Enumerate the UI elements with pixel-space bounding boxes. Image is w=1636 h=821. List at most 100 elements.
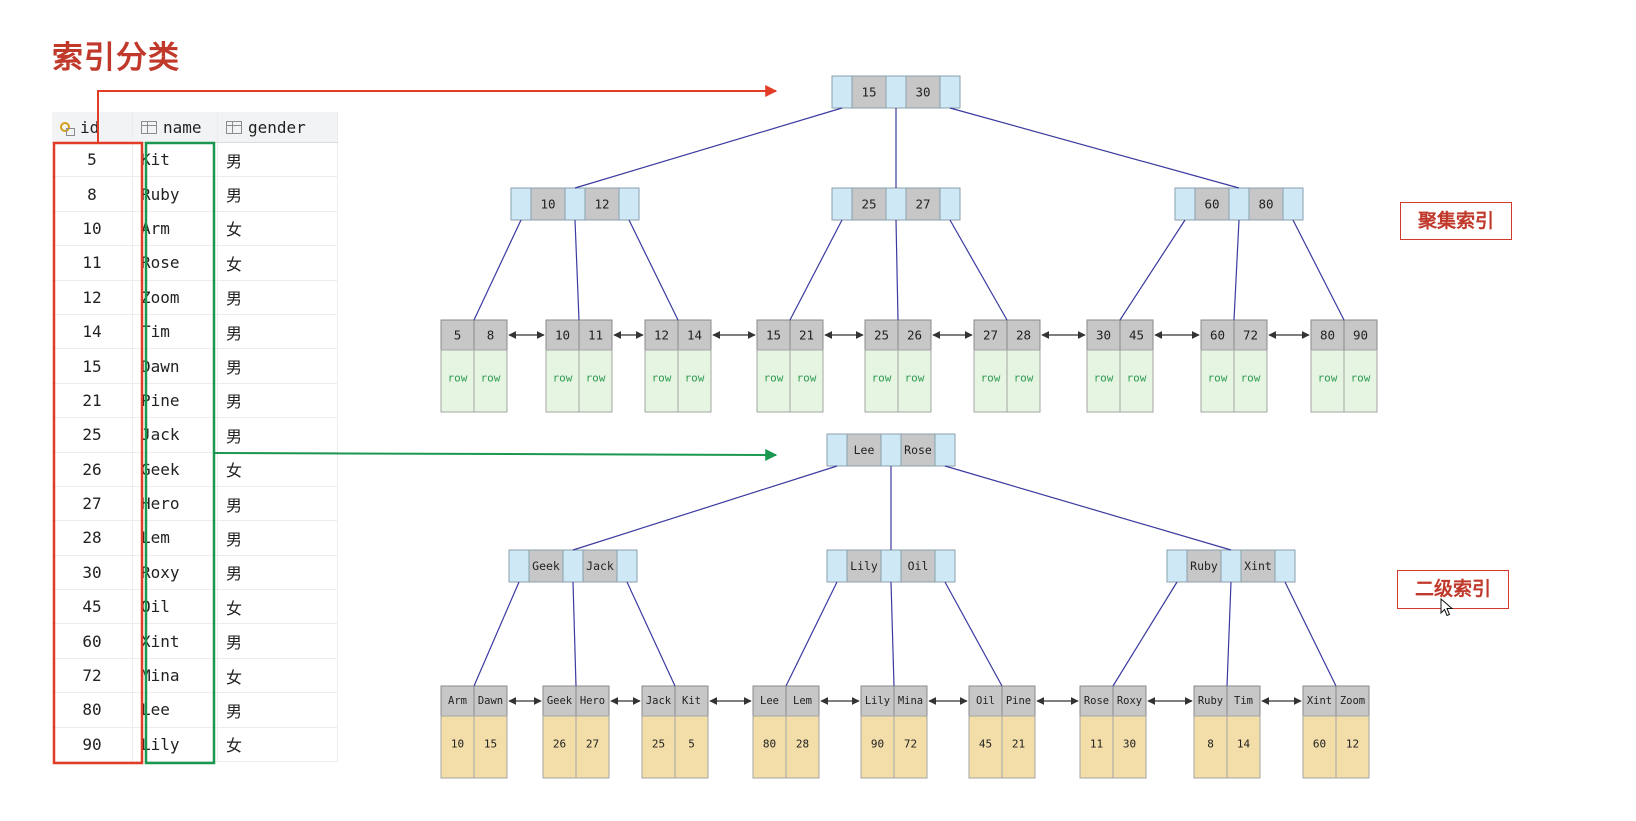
node-key-text: 10 (540, 197, 555, 212)
node-key-cell (1248, 187, 1284, 221)
cell-id: 60 (52, 623, 133, 659)
leaf-key-text: 30 (1096, 328, 1111, 343)
cell-id: 90 (52, 727, 133, 763)
leaf-key-cell (575, 685, 610, 717)
node-key-text: Xint (1244, 559, 1272, 573)
leaf-value-text: 15 (484, 737, 497, 750)
leaf-key-text: Dawn (478, 695, 503, 707)
cell-gender: 男 (217, 623, 338, 659)
column-header-label: gender (248, 117, 306, 137)
node-key-text: 30 (915, 85, 930, 100)
node-pointer-cell (562, 549, 584, 583)
cell-gender: 男 (217, 176, 338, 212)
leaf-key-cell (1226, 685, 1261, 717)
node-pointer-cell (934, 549, 956, 583)
leaf-key-cell (1001, 685, 1036, 717)
node-pointer-cell (831, 187, 853, 221)
leaf-value-cell (542, 715, 577, 779)
leaf-value-cell (473, 715, 508, 779)
leaf-key-text: Lily (865, 695, 890, 707)
cell-gender: 男 (217, 348, 338, 384)
leaf-value-text: row (872, 371, 892, 384)
leaf-value-cell (1310, 349, 1345, 413)
tree-edge (572, 465, 838, 551)
leaf-key-text: Zoom (1340, 695, 1365, 707)
node-pointer-cell (1274, 549, 1296, 583)
node-pointer-cell (1166, 549, 1188, 583)
cell-id: 11 (52, 245, 133, 281)
tree-edge (574, 107, 843, 189)
leaf-key-text: Hero (580, 695, 605, 707)
clustered-index-arrow (97, 85, 778, 143)
leaf-value-cell (860, 715, 895, 779)
node-pointer-cell (934, 433, 956, 467)
leaf-key-cell (1119, 319, 1154, 351)
cell-gender: 女 (217, 452, 338, 487)
leaf-key-text: Roxy (1117, 695, 1142, 707)
leaf-value-cell (785, 715, 820, 779)
leaf-key-cell (860, 685, 895, 717)
node-key-text: Lily (850, 559, 878, 573)
cell-gender: 女 (217, 658, 338, 694)
leaf-key-text: 8 (487, 328, 495, 343)
leaf-value-text: row (905, 371, 925, 384)
tree-edge (1284, 581, 1337, 687)
node-key-text: Oil (908, 559, 929, 573)
node-pointer-cell (880, 549, 902, 583)
leaf-key-cell (893, 685, 928, 717)
tree-edge (628, 219, 679, 321)
node-pointer-cell (826, 549, 848, 583)
leaf-key-text: 28 (1016, 328, 1031, 343)
leaf-key-text: 45 (1129, 328, 1144, 343)
leaf-value-text: row (1241, 371, 1261, 384)
node-pointer-cell (885, 187, 907, 221)
cell-id: 30 (52, 555, 133, 591)
cell-id: 80 (52, 692, 133, 728)
node-key-cell (851, 187, 887, 221)
tree-edge (1233, 219, 1240, 321)
node-key-text: Rose (904, 443, 932, 457)
column-header-gender[interactable]: gender (217, 112, 338, 143)
leaf-key-cell (473, 685, 508, 717)
column-icon (226, 120, 242, 134)
cell-gender: 男 (217, 314, 338, 350)
leaf-key-text: Kit (682, 695, 701, 707)
cell-gender: 男 (217, 486, 338, 522)
leaf-key-cell (1302, 685, 1337, 717)
cell-id: 10 (52, 211, 133, 247)
leaf-key-cell (545, 319, 580, 351)
leaf-value-text: row (797, 371, 817, 384)
cell-gender: 男 (217, 692, 338, 728)
leaf-key-text: Mina (898, 695, 923, 707)
leaf-value-text: row (586, 371, 606, 384)
cell-id: 21 (52, 383, 133, 419)
leaf-value-text: 21 (1012, 737, 1025, 750)
cell-gender: 男 (217, 142, 338, 178)
leaf-value-text: 90 (871, 737, 884, 750)
leaf-key-text: Pine (1006, 695, 1031, 707)
secondary-index-label: 二级索引 (1397, 570, 1509, 609)
leaf-value-cell (1119, 349, 1154, 413)
cell-id: 72 (52, 658, 133, 694)
column-header-id[interactable]: id (52, 112, 133, 143)
leaf-key-text: Lem (793, 695, 812, 707)
leaf-key-text: Tim (1234, 695, 1253, 707)
leaf-value-cell (1006, 349, 1041, 413)
mouse-cursor-icon (1440, 598, 1454, 617)
leaf-value-text: 26 (553, 737, 566, 750)
leaf-key-cell (968, 685, 1003, 717)
cell-id: 27 (52, 486, 133, 522)
tree-edge (1292, 219, 1345, 321)
leaf-value-text: row (1351, 371, 1371, 384)
leaf-value-text: row (981, 371, 1001, 384)
cell-id: 25 (52, 417, 133, 453)
